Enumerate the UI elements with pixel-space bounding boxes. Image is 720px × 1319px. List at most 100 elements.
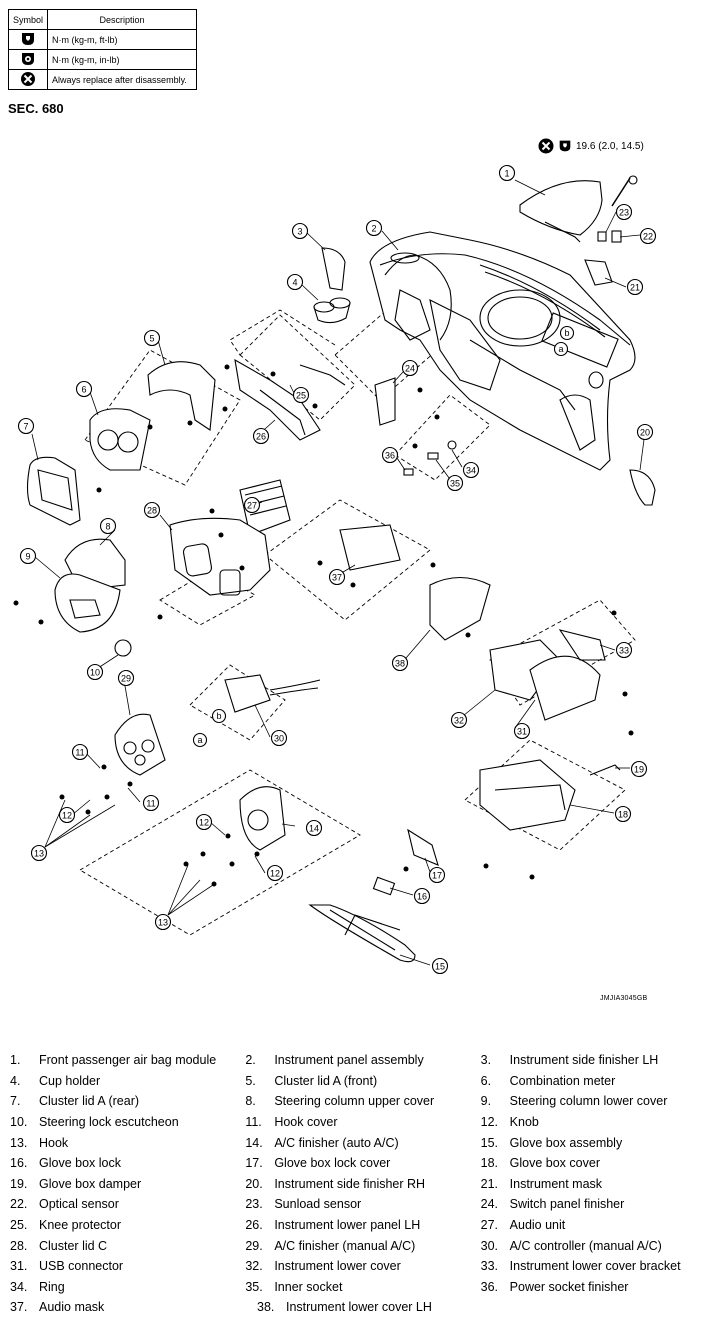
legend-label: Inner socket — [274, 1279, 343, 1294]
callout-24: 24 — [401, 359, 419, 377]
legend-number: 28. — [10, 1238, 28, 1253]
legend-label: Glove box lock — [39, 1156, 121, 1171]
legend-item: 8.Steering column upper cover — [245, 1094, 480, 1108]
svg-text:b: b — [216, 711, 221, 721]
svg-text:33: 33 — [619, 646, 629, 656]
svg-text:18: 18 — [618, 810, 628, 820]
legend-number: 29. — [245, 1238, 263, 1253]
symbol-description: Always replace after disassembly. — [47, 69, 198, 90]
svg-text:7: 7 — [23, 422, 28, 432]
group-box-controller — [189, 664, 286, 741]
legend-number: 9. — [480, 1094, 492, 1109]
legend-label: Cluster lid A (front) — [274, 1073, 378, 1088]
legend-number: 27. — [480, 1218, 499, 1233]
legend-item: 14.A/C finisher (auto A/C) — [245, 1136, 480, 1150]
legend-label: Instrument side finisher RH — [274, 1176, 426, 1191]
callout-9: 9 — [19, 547, 37, 565]
legend-item: 23.Sunload sensor — [245, 1197, 480, 1211]
callout-7: 7 — [17, 417, 35, 435]
audio-mask — [339, 524, 401, 571]
svg-text:35: 35 — [450, 479, 460, 489]
svg-text:38: 38 — [395, 659, 405, 669]
svg-text:11: 11 — [146, 799, 155, 809]
legend-label: A/C finisher (manual A/C) — [274, 1238, 416, 1253]
glove-box — [308, 828, 439, 963]
callout-13: 13 — [154, 913, 172, 931]
callout-15: 15 — [431, 957, 449, 975]
legend-item: 16. Glove box lock — [10, 1156, 245, 1170]
legend-item: 29. A/C finisher (manual A/C) — [245, 1239, 480, 1253]
legend-number: 12. — [480, 1115, 499, 1130]
legend-label: Cluster lid C — [39, 1238, 108, 1253]
legend-label: Optical sensor — [39, 1197, 119, 1212]
legend-label: Glove box cover — [509, 1156, 600, 1171]
group-box-mask — [229, 309, 336, 356]
callout-10: 10 — [86, 663, 104, 681]
svg-text:31: 31 — [517, 727, 527, 737]
callout-35: 35 — [446, 474, 464, 492]
svg-text:a: a — [558, 344, 563, 354]
cluster-parts — [26, 361, 216, 526]
callout-34: 34 — [462, 461, 480, 479]
legend-label: Cup holder — [39, 1073, 101, 1088]
legend-number: 31. — [10, 1259, 28, 1274]
group-box-auto-ac — [79, 769, 361, 936]
screw-markers — [13, 364, 634, 887]
lower-cover-lh — [429, 577, 491, 641]
legend-item: 30.A/C controller (manual A/C) — [481, 1239, 716, 1253]
group-box-socket — [394, 394, 491, 481]
legend-number: 3. — [480, 1053, 492, 1068]
legend-item: 13.Hook — [10, 1136, 245, 1150]
svg-text:19: 19 — [634, 765, 644, 775]
legend-item: 12. Knob — [481, 1115, 716, 1129]
callout-12: 12 — [58, 806, 76, 824]
legend-item: 1.Front passenger air bag module — [10, 1053, 245, 1067]
legend-number: 33. — [480, 1259, 499, 1274]
legend-label: Knob — [509, 1115, 539, 1130]
group-box-cluster — [84, 349, 241, 486]
callout-5: 5 — [143, 329, 161, 347]
legend-label: Glove box lock cover — [274, 1156, 391, 1171]
legend-item: 25.Knee protector — [10, 1218, 245, 1232]
legend-item: 36.Power socket finisher — [481, 1280, 716, 1294]
sensors — [584, 230, 622, 286]
torque-kgm-ftlb-icon — [7, 29, 49, 50]
callout-8: 8 — [99, 517, 117, 535]
torque-note: 19.6 (2.0, 14.5) — [538, 138, 644, 154]
callout-12: 12 — [266, 864, 284, 882]
svg-text:12: 12 — [270, 869, 280, 879]
lower-panel — [234, 358, 346, 441]
group-box-lower-panel — [239, 314, 356, 421]
legend-item: 20.Instrument side finisher RH — [245, 1177, 480, 1191]
callout-22: 22 — [639, 227, 657, 245]
lower-cover — [489, 629, 606, 721]
callout-14: 14 — [305, 819, 323, 837]
legend-number: 14. — [245, 1135, 263, 1150]
legend-label: Switch panel finisher — [509, 1197, 625, 1212]
svg-text:b: b — [564, 328, 569, 338]
torque-value: 19.6 (2.0, 14.5) — [576, 140, 644, 152]
legend-number: 7. — [10, 1094, 21, 1109]
legend-item: 37.Audio mask — [10, 1300, 257, 1314]
legend-item: 35.Inner socket — [245, 1280, 480, 1294]
callout-ref-a: a — [553, 341, 569, 357]
callout-16: 16 — [413, 887, 431, 905]
svg-text:32: 32 — [454, 716, 464, 726]
callout-32: 32 — [450, 711, 468, 729]
legend-number: 4. — [10, 1073, 21, 1088]
legend-item: 2.Instrument panel assembly — [245, 1053, 480, 1067]
legend-number: 11. — [245, 1115, 262, 1130]
svg-text:3: 3 — [297, 227, 302, 237]
legend-number: 15. — [480, 1135, 499, 1150]
svg-text:37: 37 — [332, 573, 342, 583]
legend-label: Steering lock escutcheon — [39, 1115, 179, 1130]
svg-text:30: 30 — [274, 734, 284, 744]
legend-number: 16. — [10, 1156, 28, 1171]
callout-23: 23 — [615, 203, 633, 221]
reference-code: JMJIA3045GB — [600, 995, 648, 1002]
svg-text:13: 13 — [158, 918, 168, 928]
svg-text:10: 10 — [90, 668, 100, 678]
